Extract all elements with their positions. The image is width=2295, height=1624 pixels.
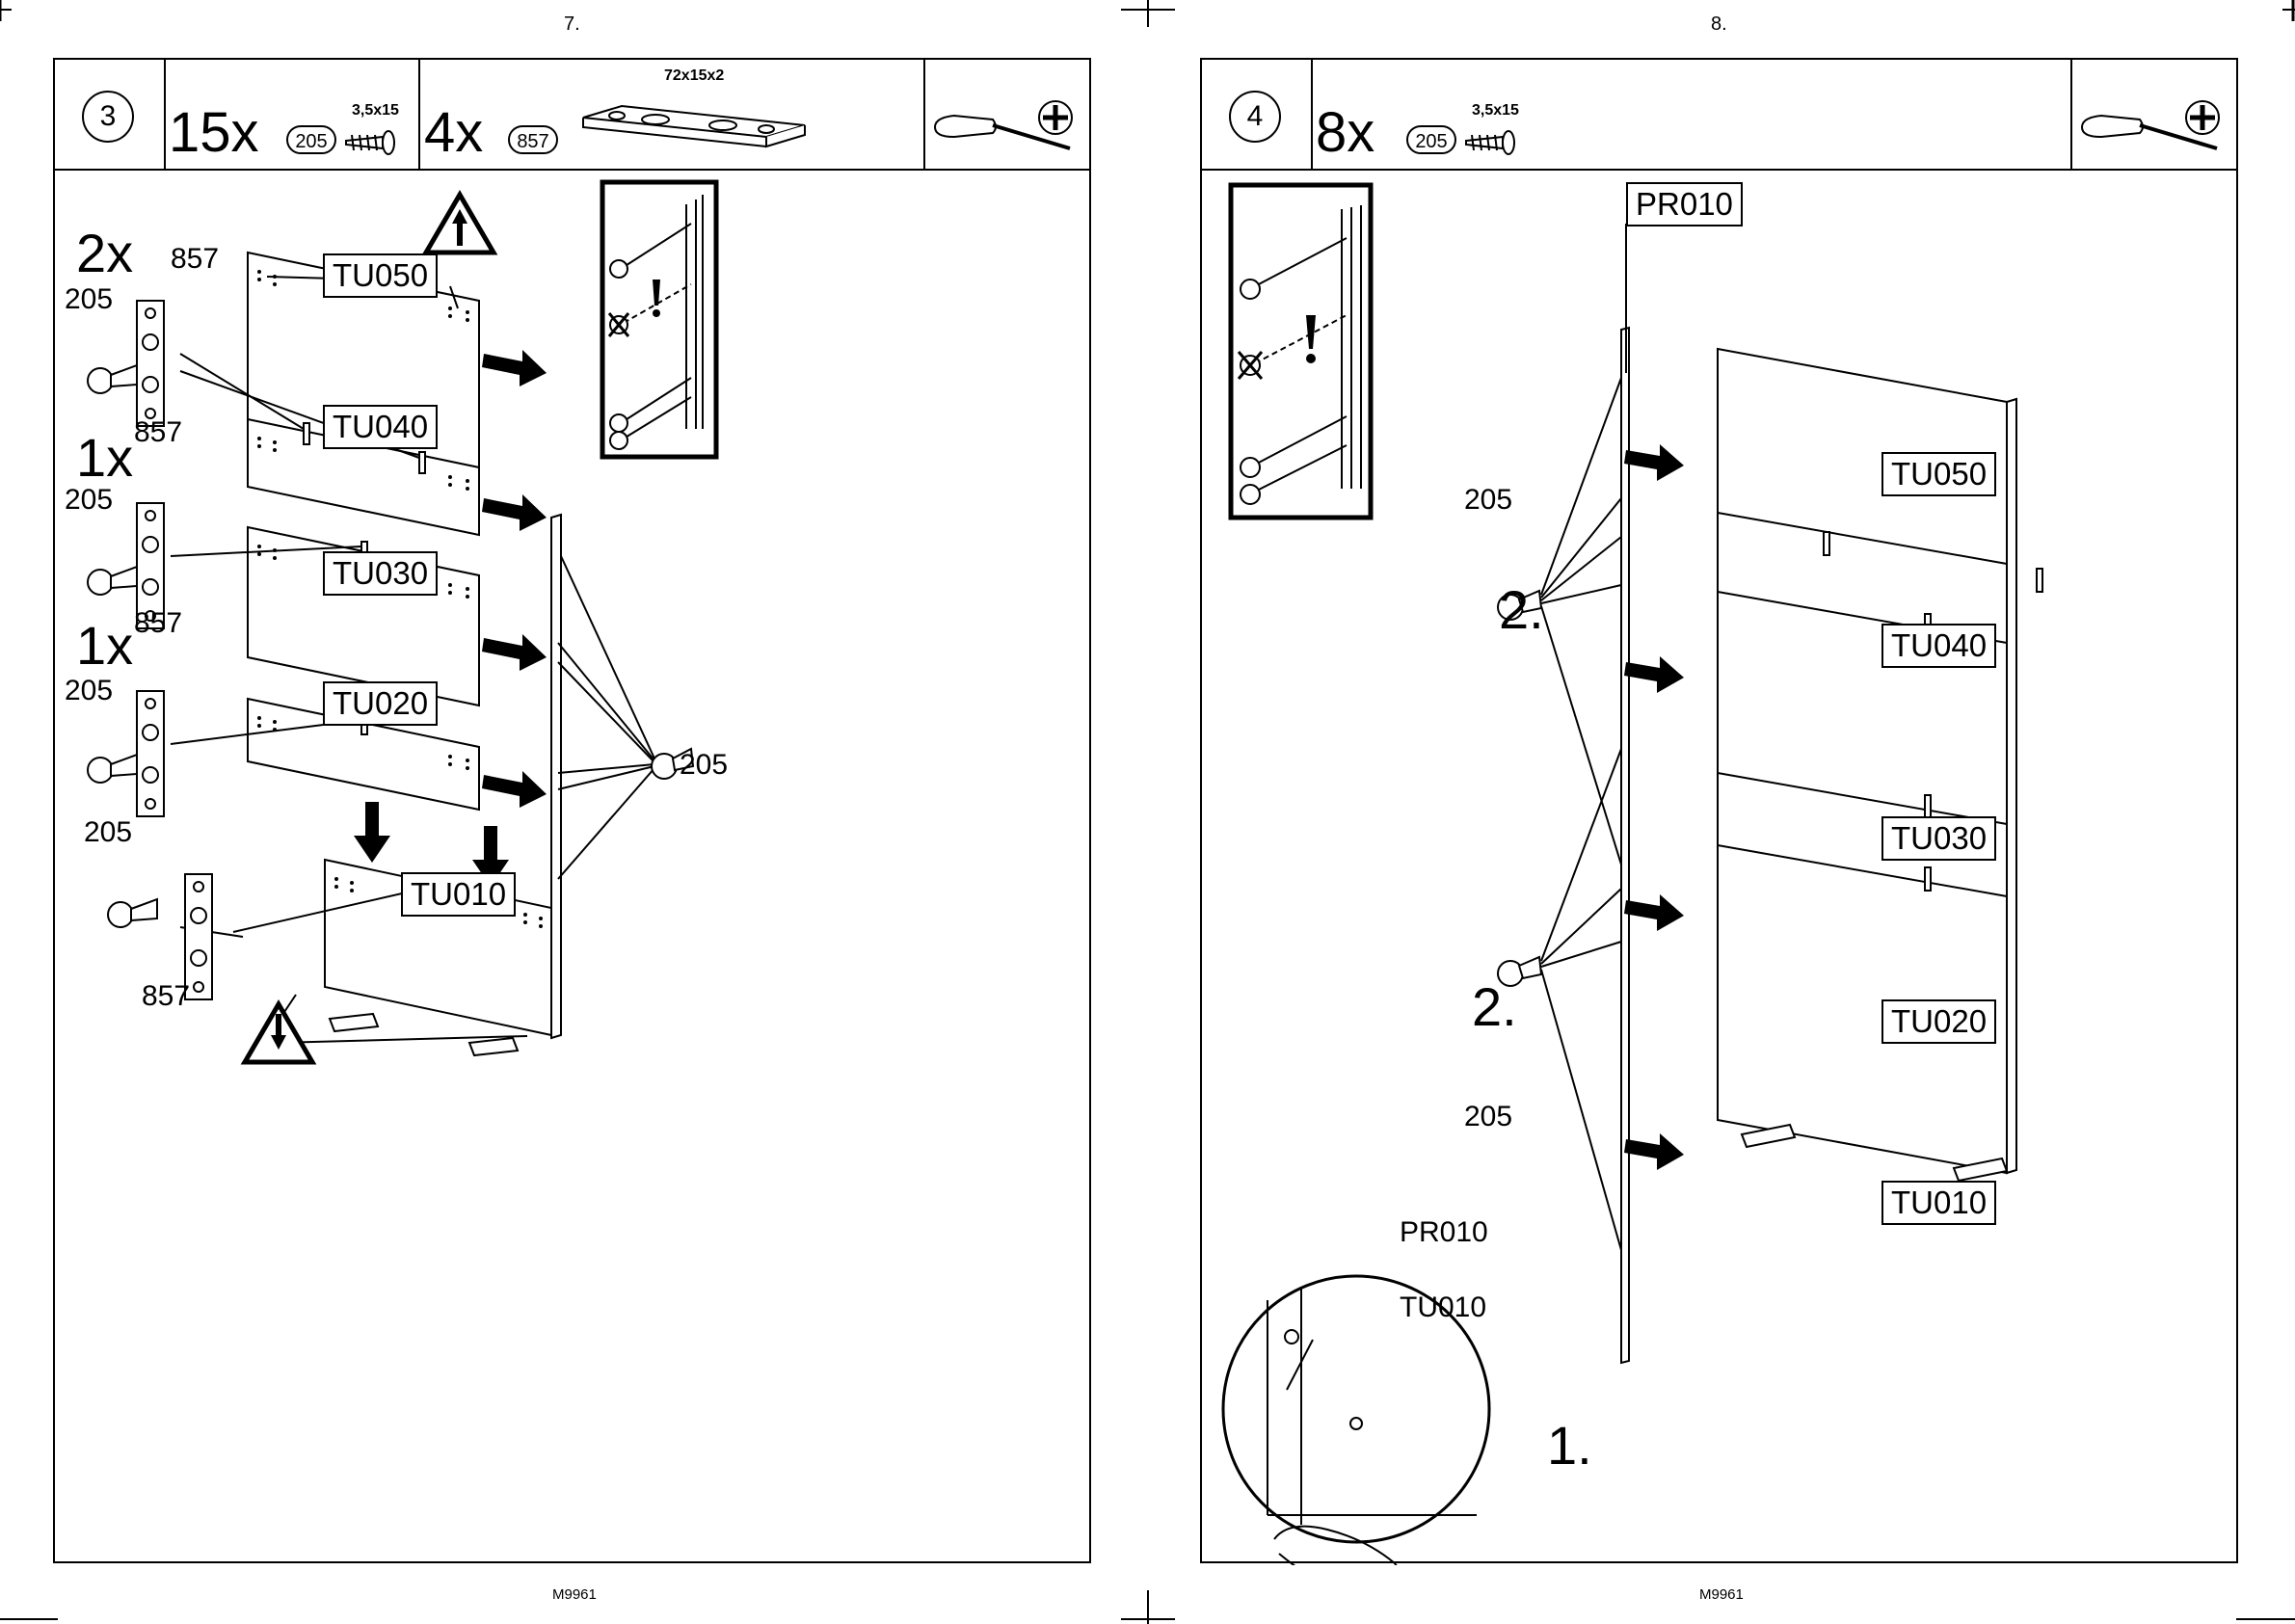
bracket-group-4-part: 857 — [142, 980, 190, 1013]
sequence-label-first: 1. — [1547, 1414, 1592, 1477]
side-panel — [551, 515, 561, 1038]
screw-size: 3,5x15 — [352, 102, 399, 120]
sequence-label-upper: 2. — [1499, 578, 1544, 641]
screw-label-lower: 205 — [1464, 1101, 1512, 1133]
bracket-part-badge: 857 — [508, 125, 558, 154]
detail-label-tu010: TU010 — [1400, 1291, 1486, 1324]
step-3-number: 3 — [82, 91, 134, 143]
panel-tag-tu030: TU030 — [1881, 816, 1996, 861]
detail-label-pr010: PR010 — [1400, 1216, 1488, 1249]
panel-tag-tu030: TU030 — [323, 551, 438, 596]
bracket-group-1-qty: 2x — [76, 222, 133, 284]
side-panel-pr010 — [1621, 328, 1629, 1363]
panel-tag-tu040: TU040 — [1881, 624, 1996, 668]
screw-quantity: 8x — [1316, 100, 1374, 165]
step-4-number-cell: 4 — [1202, 60, 1313, 169]
step-3-number-cell: 3 — [55, 60, 166, 169]
screw-part-badge: 205 — [286, 125, 336, 154]
bracket-group-4-screw: 205 — [84, 816, 132, 849]
screw-part-badge: 205 — [1406, 125, 1456, 154]
bracket-quantity: 4x — [424, 100, 483, 165]
panel-tag-tu020: TU020 — [323, 681, 438, 726]
screw-size: 3,5x15 — [1472, 102, 1519, 120]
panel-tag-tu050: TU050 — [1881, 452, 1996, 496]
panel-tag-tu020: TU020 — [1881, 999, 1996, 1044]
tool-cell — [2070, 60, 2236, 169]
bracket-group-3-screw: 205 — [65, 675, 113, 707]
screw-quantity: 15x — [169, 100, 259, 165]
header-divider — [418, 60, 420, 169]
step-4-panel: 4 8x 205 3,5x15 — [1200, 58, 2238, 1563]
step-4-drawing — [1202, 171, 2240, 1565]
foot-right — [469, 1038, 518, 1055]
tool-cell — [923, 60, 1089, 169]
step-3-drawing — [55, 171, 1093, 1565]
panel-tag-tu010: TU010 — [401, 872, 516, 917]
panel-tag-tu010: TU010 — [1881, 1181, 1996, 1225]
sequence-label-lower: 2. — [1472, 975, 1517, 1038]
bracket-icon — [574, 89, 814, 156]
screwdriver-icon — [2072, 60, 2236, 169]
bracket-group-2-qty: 1x — [76, 426, 133, 489]
step-3-panel: 3 15x 205 3,5x15 4x 857 72x15x2 — [53, 58, 1091, 1563]
bracket-size: 72x15x2 — [664, 67, 724, 85]
screwdriver-icon — [925, 60, 1089, 169]
bracket-group-2-screw: 205 — [65, 484, 113, 517]
bracket-group-3-qty: 1x — [76, 614, 133, 677]
screw-icon — [342, 123, 400, 162]
panel-tag-tu050: TU050 — [323, 253, 438, 298]
screw-label-upper: 205 — [1464, 484, 1512, 517]
panel-tag-tu040: TU040 — [323, 405, 438, 449]
bracket-group-1-screw: 205 — [65, 283, 113, 316]
screw-icon — [1462, 123, 1520, 162]
step-3-header: 3 15x 205 3,5x15 4x 857 72x15x2 — [55, 60, 1089, 171]
step-4-header: 4 8x 205 3,5x15 — [1202, 60, 2236, 171]
side-panel-tag-pr010: PR010 — [1626, 182, 1743, 226]
bracket-group-1-part: 857 — [171, 243, 219, 276]
step-4-number: 4 — [1229, 91, 1281, 143]
bracket-group-2-part: 857 — [134, 416, 182, 449]
side-screw-label: 205 — [680, 749, 728, 782]
foot-left — [330, 1014, 378, 1031]
bracket-group-3-part: 857 — [134, 607, 182, 640]
